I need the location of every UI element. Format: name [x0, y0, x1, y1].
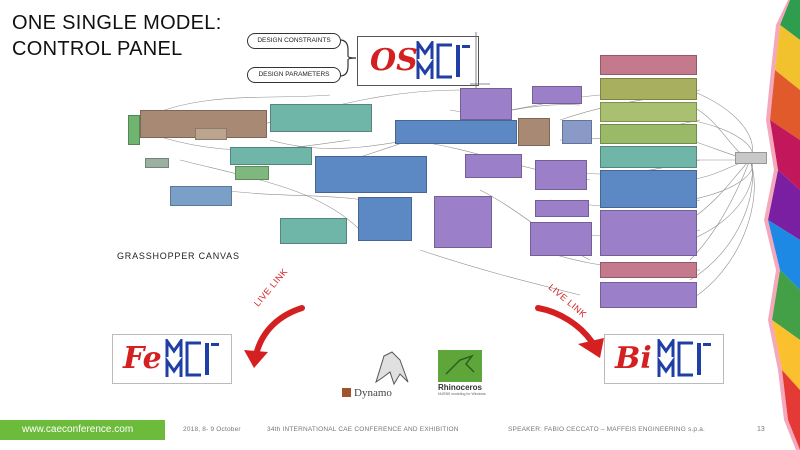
rhinoceros-logo: Rhinoceros NURBS modeling for Windows — [438, 383, 486, 396]
grasshopper-logo — [438, 350, 482, 382]
gh-node-group — [518, 118, 550, 146]
gh-node-group — [600, 55, 697, 75]
gh-node-group — [735, 152, 767, 164]
footer-date: 2018, 8- 9 October — [183, 426, 241, 433]
gh-node-group — [280, 218, 347, 244]
gh-node-group — [395, 120, 517, 144]
mmc-mark-icon — [165, 339, 219, 377]
gh-node-group — [195, 128, 227, 140]
fe-mmc-logo: Fe — [112, 334, 232, 384]
rhinoceros-label: Rhinoceros — [438, 383, 483, 392]
mmc-mark-icon — [416, 41, 470, 79]
gh-node-group — [315, 156, 427, 193]
gh-node-group — [128, 115, 140, 145]
gh-node-group — [465, 154, 522, 178]
fe-letters: Fe — [123, 341, 162, 376]
gh-node-group — [562, 120, 592, 144]
gh-node-group — [230, 147, 312, 165]
title-line-1: ONE SINGLE MODEL: — [12, 12, 222, 34]
gh-node-group — [532, 86, 582, 104]
gh-node-group — [600, 78, 697, 100]
os-logo-frame-lines — [470, 32, 490, 92]
design-parameters-input: DESIGN PARAMETERS — [247, 67, 341, 83]
gh-node-group — [600, 102, 697, 122]
page-number: 13 — [757, 426, 765, 433]
gh-node-group — [460, 88, 512, 120]
gh-node-group — [600, 146, 697, 168]
gh-node-group — [434, 196, 492, 248]
mmc-mark-icon — [657, 339, 711, 377]
live-link-arrow-left — [244, 305, 305, 368]
footer-speaker: SPEAKER: FABIO CECCATO – MAFFEIS ENGINEE… — [508, 426, 706, 433]
bi-mmc-logo: Bi — [604, 334, 724, 384]
gh-node-group — [535, 200, 589, 217]
gh-node-group — [235, 166, 269, 180]
gh-node-group — [600, 262, 697, 278]
dynamo-icon — [342, 388, 351, 398]
gh-node-group — [358, 197, 412, 241]
slide-title: ONE SINGLE MODEL: CONTROL PANEL — [12, 10, 222, 62]
dynamo-logo: Dynamo — [342, 384, 392, 399]
footer-url-bar — [0, 420, 165, 440]
gh-node-group — [530, 222, 592, 256]
gh-node-group — [170, 186, 232, 206]
gh-node-group — [600, 210, 697, 256]
os-mmc-logo: OS — [357, 36, 479, 86]
input-braces — [339, 39, 357, 77]
decorative-color-band — [764, 0, 800, 450]
os-letters: OS — [370, 43, 418, 78]
gh-node-group — [145, 158, 169, 168]
live-link-arrow-right — [535, 305, 604, 358]
title-line-2: CONTROL PANEL — [12, 38, 183, 60]
gh-node-group — [600, 282, 697, 308]
grasshopper-icon — [445, 354, 475, 375]
rhino-figure-icon — [375, 351, 409, 386]
footer-event: 34th INTERNATIONAL CAE CONFERENCE AND EX… — [267, 426, 459, 433]
footer-url[interactable]: www.caeconference.com — [22, 424, 134, 435]
gh-node-group — [535, 160, 587, 190]
grasshopper-canvas-label: GRASSHOPPER CANVAS — [117, 251, 240, 261]
bi-letters: Bi — [615, 341, 652, 376]
grasshopper-wires — [139, 89, 755, 301]
gh-node-group — [600, 124, 697, 144]
dynamo-label: Dynamo — [354, 386, 392, 399]
rhinoceros-tagline: NURBS modeling for Windows — [438, 392, 486, 396]
design-constraints-input: DESIGN CONSTRAINTS — [247, 33, 341, 49]
gh-node-group — [270, 104, 372, 132]
gh-node-group — [600, 170, 697, 208]
